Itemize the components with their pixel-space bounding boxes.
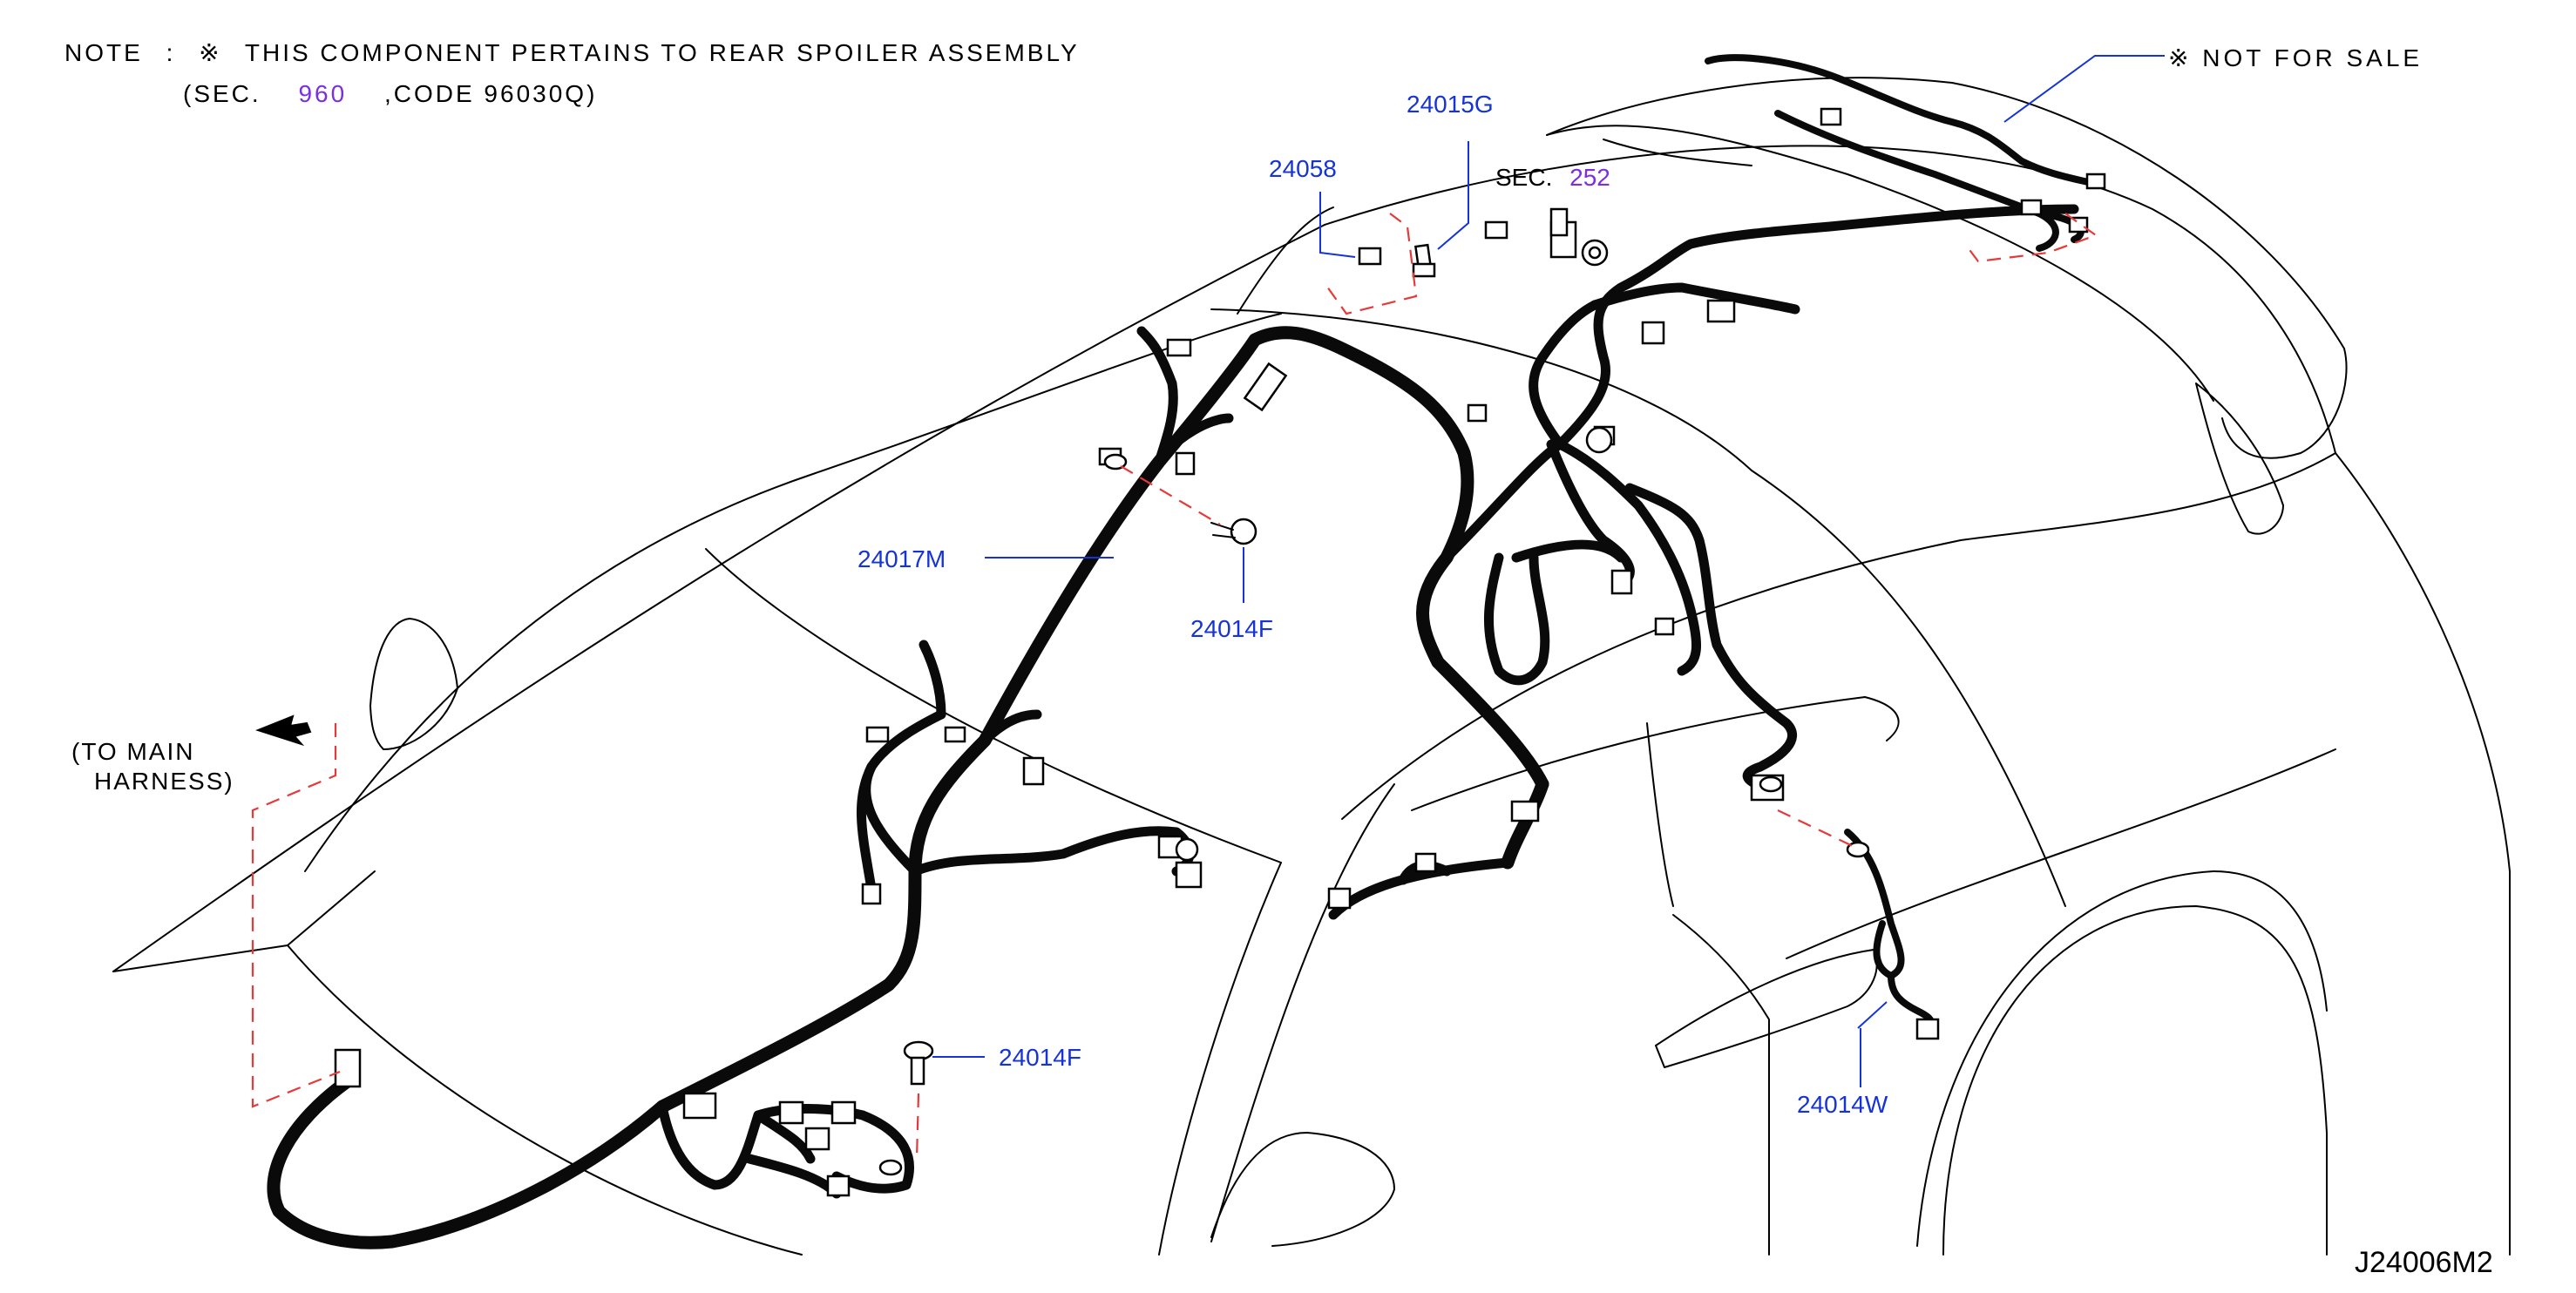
bolt-24014f-lower xyxy=(903,1040,934,1086)
connector xyxy=(1641,321,1665,345)
connector xyxy=(1175,861,1203,889)
arrow-to-main-harness xyxy=(255,714,312,747)
connector xyxy=(1484,220,1508,240)
part-label-24058[interactable]: 24058 xyxy=(1269,155,1337,182)
connector xyxy=(1654,617,1675,636)
harness-24017m xyxy=(267,204,2079,1249)
to-main-harness-label: (TO MAIN HARNESS) xyxy=(71,737,234,796)
ground-terminal xyxy=(1103,453,1128,470)
bolt-24015g xyxy=(1412,243,1436,278)
note-line-2: (SEC. 960 ,CODE 96030Q) xyxy=(183,80,597,108)
connector xyxy=(826,1175,851,1197)
to-main-line-1: (TO MAIN xyxy=(71,738,195,765)
connector xyxy=(2020,199,2043,216)
connector-main-harness xyxy=(334,1048,362,1088)
part-label-24017m[interactable]: 24017M xyxy=(858,545,946,572)
connectors xyxy=(334,107,2106,1197)
section-link-960[interactable]: 960 xyxy=(298,80,348,107)
part-label-24015g[interactable]: 24015G xyxy=(1407,91,1494,118)
note-text: THIS COMPONENT PERTAINS TO REAR SPOILER … xyxy=(244,39,1080,66)
car-body-outline xyxy=(112,77,2511,1256)
section-ref-252: SEC. 252 xyxy=(1495,164,1610,192)
clip xyxy=(1759,775,1783,793)
reference-mark-icon: ※ xyxy=(199,39,222,66)
connector xyxy=(1820,107,1842,126)
connector xyxy=(804,1127,830,1151)
connector xyxy=(865,726,890,743)
connector xyxy=(944,726,966,743)
connector xyxy=(2068,216,2089,234)
section-link-252[interactable]: 252 xyxy=(1569,164,1610,191)
connector-24014w xyxy=(1915,1018,1940,1040)
connector xyxy=(1175,451,1196,476)
connector xyxy=(778,1100,804,1125)
connector xyxy=(1510,800,1540,823)
note-sec-open: (SEC. xyxy=(183,80,261,107)
sec-prefix: SEC. xyxy=(1495,164,1553,191)
part-label-24014f-upper[interactable]: 24014F xyxy=(1190,615,1273,642)
connector xyxy=(830,1100,857,1125)
connector xyxy=(1706,299,1736,323)
to-main-line-2: HARNESS) xyxy=(94,768,234,795)
connector xyxy=(1243,362,1288,412)
note-line-1: NOTE : ※ THIS COMPONENT PERTAINS TO REAR… xyxy=(64,38,1080,67)
connector xyxy=(1022,756,1045,786)
dashed-leaders xyxy=(251,213,2098,1160)
connector xyxy=(682,1092,717,1120)
diagram-code: J24006M2 xyxy=(2355,1246,2493,1279)
note-code: ,CODE 96030Q) xyxy=(383,80,598,107)
connector xyxy=(1166,338,1192,357)
note-prefix: NOTE xyxy=(64,39,143,66)
connector xyxy=(2085,173,2106,190)
connector xyxy=(1414,852,1437,873)
grommet xyxy=(1585,426,1613,454)
note-colon: : xyxy=(166,39,176,66)
not-for-sale-note: ※ NOT FOR SALE xyxy=(2168,44,2423,71)
grommet xyxy=(1175,837,1199,862)
connector xyxy=(1610,569,1633,595)
clip-24014w xyxy=(1846,841,1870,858)
part-label-24014w[interactable]: 24014W xyxy=(1797,1091,1888,1118)
part-leader-lines xyxy=(932,55,2165,1087)
part-label-24014f-lower[interactable]: 24014F xyxy=(999,1044,1081,1071)
bolt-24014f-upper xyxy=(1210,518,1257,545)
clips-and-bolts xyxy=(878,207,1870,1176)
connector-24058 xyxy=(1358,247,1382,266)
connector xyxy=(861,883,882,905)
connector xyxy=(1327,887,1352,910)
ground-terminal xyxy=(878,1159,903,1176)
connector xyxy=(1467,403,1488,423)
clip xyxy=(1549,207,1569,237)
